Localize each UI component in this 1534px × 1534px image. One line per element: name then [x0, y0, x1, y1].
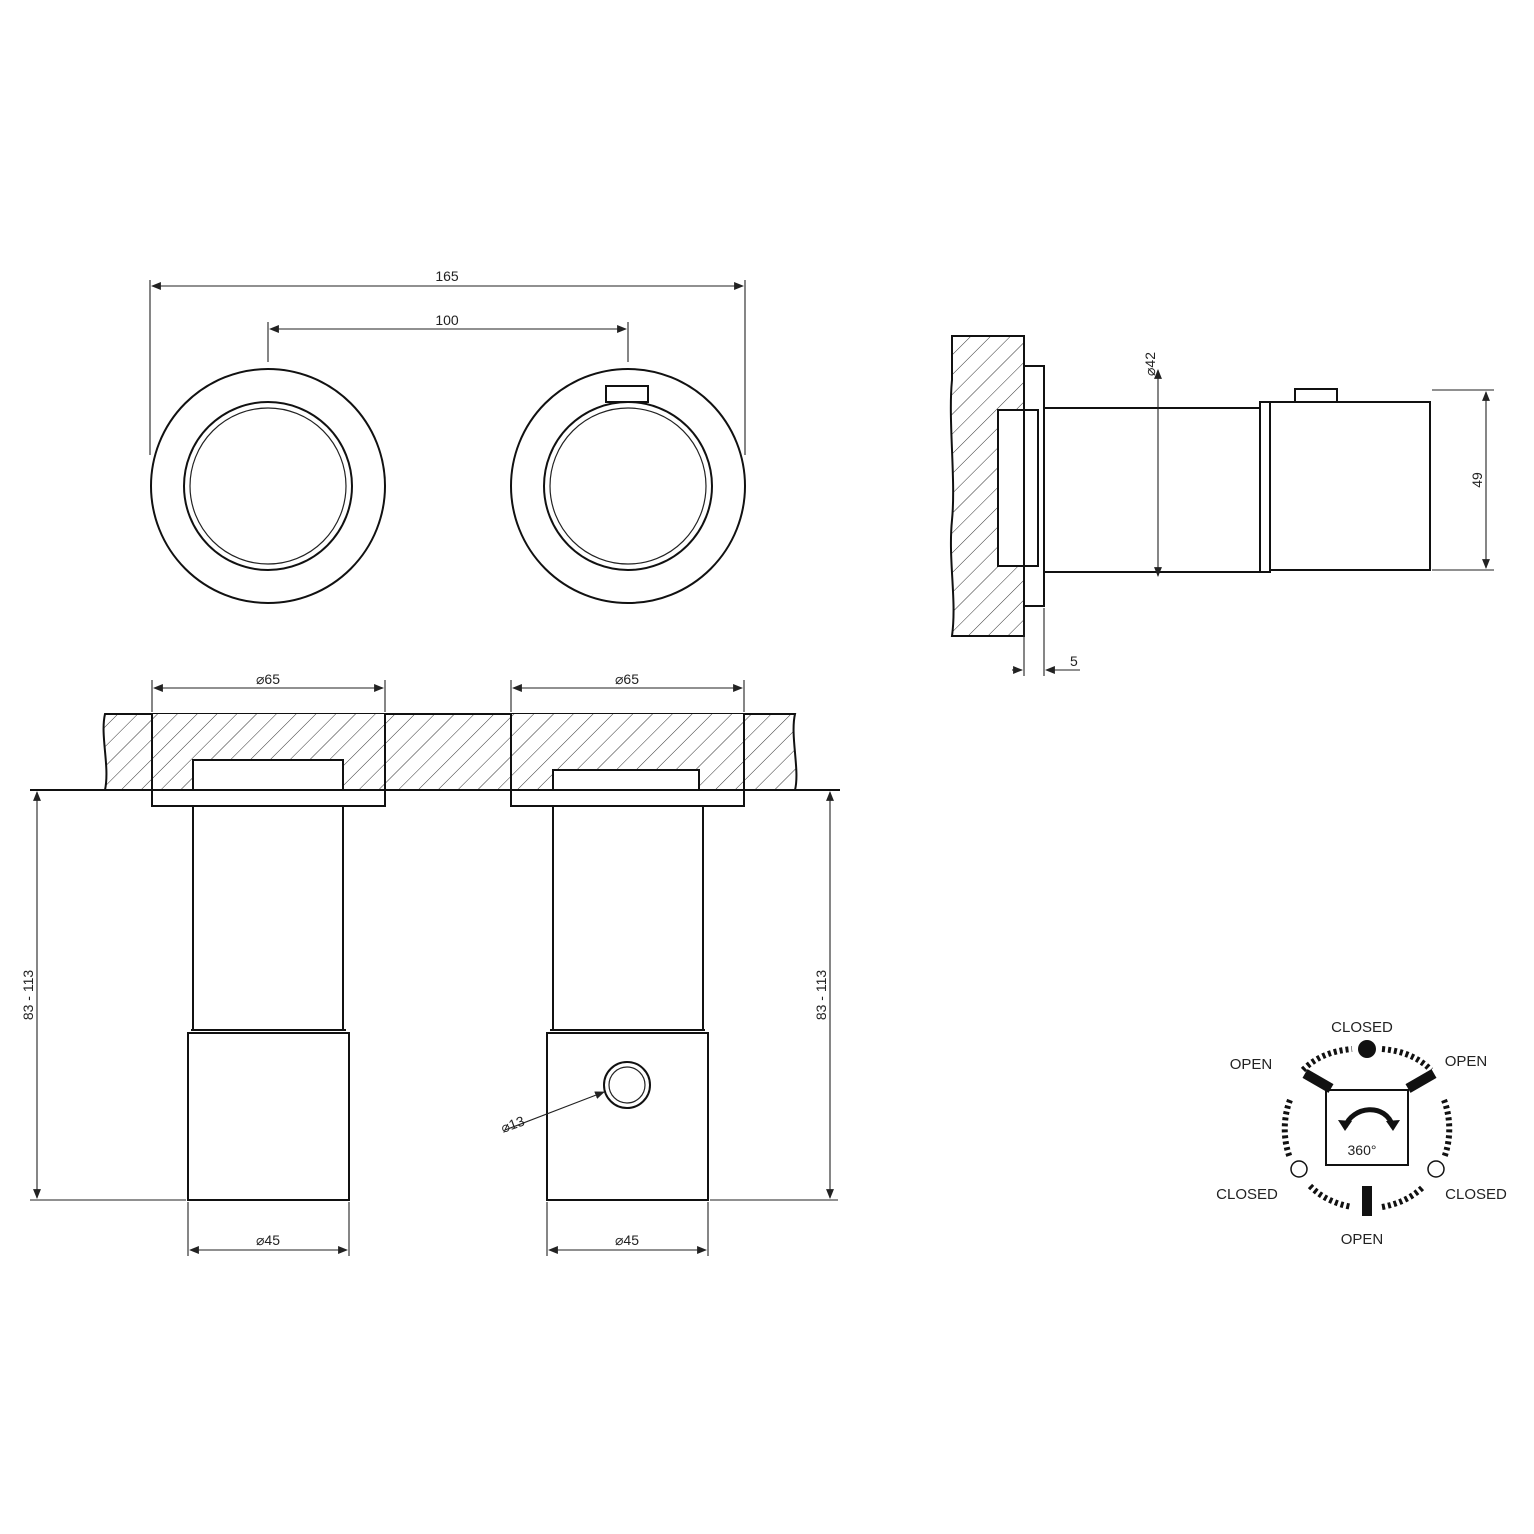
label-lower-right: CLOSED — [1445, 1186, 1507, 1203]
dimension-body-diameter: ⌀42 — [1142, 352, 1162, 577]
dimension-label: ⌀65 — [256, 671, 280, 687]
dimension-label: 5 — [1070, 653, 1078, 669]
closed-marker-open-left — [1290, 1160, 1308, 1178]
label-top: CLOSED — [1331, 1019, 1393, 1036]
open-bar-upper-left — [1302, 1069, 1334, 1093]
right-valve-body — [510, 714, 745, 1201]
dimension-body-left: ⌀45 — [187, 1202, 350, 1256]
bottom-view: ⌀65 ⌀65 ⌀45 ⌀45 83 - 113 — [20, 671, 840, 1256]
dimension-label: 83 - 113 — [20, 970, 36, 1021]
dimension-label: ⌀65 — [615, 671, 639, 687]
closed-marker-open-right — [1427, 1160, 1445, 1178]
dimension-flange-right: ⌀65 — [510, 671, 745, 712]
dimension-depth-right: 83 - 113 — [710, 791, 838, 1201]
dimension-depth-left: 83 - 113 — [20, 791, 186, 1201]
rotation-label: 360° — [1348, 1142, 1377, 1158]
right-rosette — [510, 368, 746, 604]
dimension-plate-thickness: 5 — [1012, 608, 1080, 676]
dimension-label: ⌀45 — [615, 1232, 639, 1248]
left-valve-body — [151, 714, 386, 1201]
front-view: 165 100 — [149, 268, 746, 604]
dimension-center-distance: 100 — [267, 312, 629, 362]
dimension-label: 165 — [435, 268, 459, 284]
dimension-height: 49 — [1432, 389, 1494, 571]
dimension-label: ⌀13 — [499, 1112, 527, 1135]
dimension-label: 49 — [1469, 472, 1485, 488]
label-lower-left: CLOSED — [1216, 1186, 1278, 1203]
side-view: ⌀42 49 5 — [949, 335, 1494, 676]
label-bottom: OPEN — [1341, 1231, 1384, 1248]
label-upper-left: OPEN — [1230, 1056, 1273, 1073]
dimension-overall-width: 165 — [149, 268, 746, 455]
dimension-outlet: ⌀13 — [499, 1091, 605, 1136]
closed-marker-filled — [1358, 1040, 1376, 1058]
dimension-label: ⌀42 — [1142, 352, 1158, 376]
dimension-flange-left: ⌀65 — [151, 671, 386, 712]
rotation-diagram: 360° CLOSED OPEN OPEN CLOSED CLOSED OPEN — [1216, 1019, 1507, 1248]
open-bar-bottom — [1362, 1186, 1372, 1216]
dimension-body-right: ⌀45 — [546, 1202, 709, 1256]
dimension-label: 83 - 113 — [813, 970, 829, 1021]
label-upper-right: OPEN — [1445, 1053, 1488, 1070]
left-rosette — [150, 368, 386, 604]
dimension-label: 100 — [435, 312, 459, 328]
open-bar-upper-right — [1405, 1069, 1437, 1093]
dimension-label: ⌀45 — [256, 1232, 280, 1248]
